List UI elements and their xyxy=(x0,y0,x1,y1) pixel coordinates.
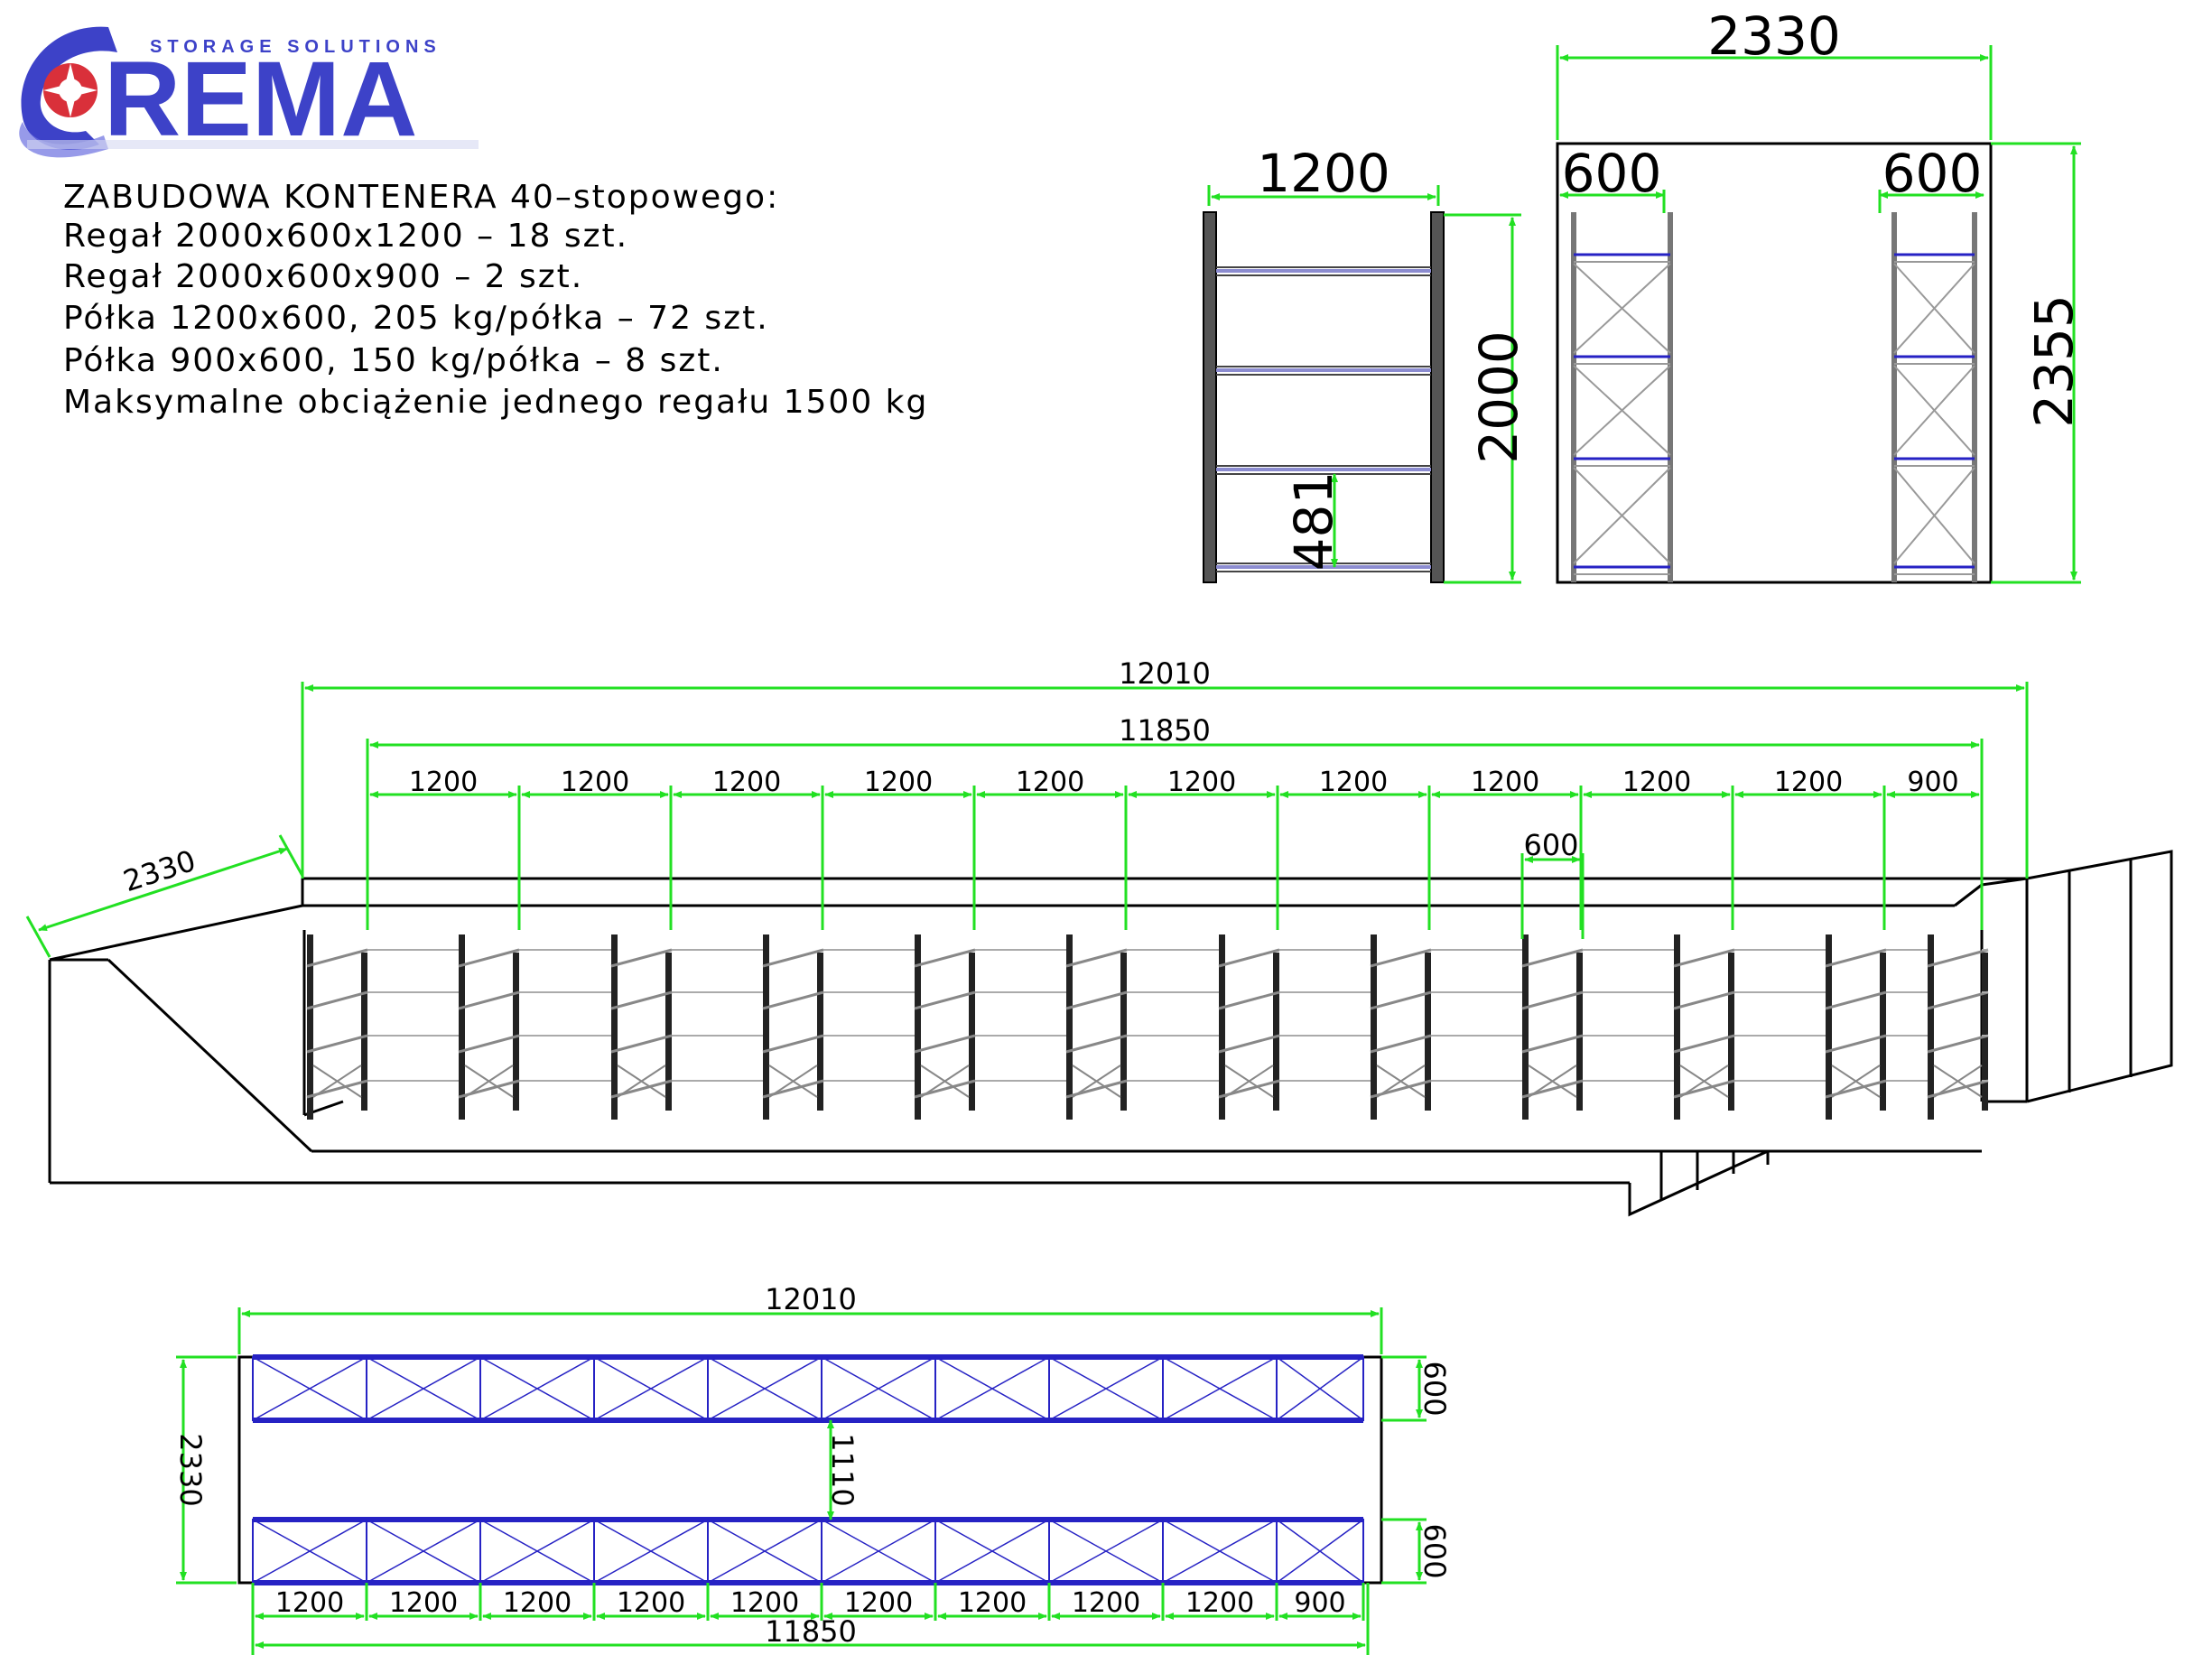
spec-line-title: ZABUDOWA KONTENERA 40–stopowego: xyxy=(63,179,779,216)
side-shelf-beams xyxy=(1216,269,1431,569)
perspective-bay-label: 1200 xyxy=(561,767,629,798)
perspective-rack xyxy=(1218,934,1371,1120)
plan-overall-length-label: 12010 xyxy=(765,1282,857,1316)
plan-top-rack-depth-label: 600 xyxy=(1417,1361,1452,1416)
logo-wordmark: REMA xyxy=(104,40,417,159)
perspective-rack xyxy=(1521,934,1674,1120)
plan-bay-label: 1200 xyxy=(389,1587,458,1619)
perspective-rack xyxy=(914,934,1066,1120)
perspective-bay-label: 900 xyxy=(1907,767,1958,798)
perspective-bay-label: 1200 xyxy=(712,767,781,798)
spec-line-max-load: Maksymalne obciążenie jednego regału 150… xyxy=(63,384,928,421)
spec-line-shelf-1200: Półka 1200x600, 205 kg/półka – 72 szt. xyxy=(63,300,769,337)
side-width-label: 1200 xyxy=(1257,143,1390,204)
plan-bay-dimensions: 1200 1200 1200 1200 1200 1200 1200 1200 1200 900 xyxy=(251,1583,1365,1621)
perspective-rack-depth-label: 600 xyxy=(1523,828,1578,862)
plan-racks xyxy=(252,1354,1364,1585)
container-end-view: 2330 600 600 2355 xyxy=(1556,5,2085,584)
end-right-rack xyxy=(1891,212,1977,582)
container-height-label: 2355 xyxy=(2023,294,2085,428)
plan-inner-length-label: 11850 xyxy=(765,1614,857,1649)
perspective-racks xyxy=(306,934,1989,1120)
perspective-bay-label: 1200 xyxy=(1167,767,1236,798)
plan-bay-label: 1200 xyxy=(958,1587,1027,1619)
specification-block: ZABUDOWA KONTENERA 40–stopowego: Regał 2… xyxy=(63,179,928,421)
perspective-bay-dimensions: 1200 1200 1200 1200 1200 1200 1200 1200 1200 1200… xyxy=(366,767,1984,930)
right-rack-depth-label: 600 xyxy=(1882,143,1983,204)
logo-reflection xyxy=(27,140,479,149)
plan-aisle-label: 1110 xyxy=(825,1433,860,1506)
perspective-rack xyxy=(762,934,915,1120)
perspective-bay-label: 1200 xyxy=(1016,767,1084,798)
perspective-bay-label: 1200 xyxy=(1471,767,1539,798)
side-height-label: 2000 xyxy=(1468,330,1529,464)
container-body xyxy=(48,850,2173,1217)
container-outline xyxy=(1556,142,1993,584)
spec-line-rack-1200: Regał 2000x600x1200 – 18 szt. xyxy=(63,218,628,255)
spec-line-rack-900: Regał 2000x600x900 – 2 szt. xyxy=(63,258,583,295)
perspective-rack xyxy=(1825,934,1928,1120)
perspective-rack xyxy=(1673,934,1826,1120)
spec-line-shelf-900: Półka 900x600, 150 kg/półka – 8 szt. xyxy=(63,342,724,379)
plan-bay-label: 1200 xyxy=(730,1587,799,1619)
perspective-bay-label: 1200 xyxy=(1622,767,1691,798)
perspective-width-dimension xyxy=(38,847,288,932)
plan-top-rack-row xyxy=(252,1354,1364,1423)
perspective-bay-label: 1200 xyxy=(409,767,478,798)
perspective-rack xyxy=(1927,934,1989,1120)
perspective-bay-label: 1200 xyxy=(1774,767,1843,798)
plan-bottom-rack-row xyxy=(252,1517,1364,1585)
plan-bay-label: 1200 xyxy=(617,1587,685,1619)
perspective-rack xyxy=(458,934,611,1120)
plan-bay-label: 1200 xyxy=(844,1587,913,1619)
plan-bay-label: 1200 xyxy=(1072,1587,1140,1619)
logo-tagline: STORAGE SOLUTIONS xyxy=(150,37,441,57)
rack-side-view: 1200 2000 481 xyxy=(1203,143,1529,584)
rema-logo: STORAGE SOLUTIONS REMA xyxy=(19,26,479,159)
plan-bay-label: 1200 xyxy=(1185,1587,1254,1619)
perspective-rack xyxy=(1065,934,1219,1120)
perspective-rack xyxy=(610,934,763,1120)
left-upright xyxy=(1203,211,1217,583)
right-upright xyxy=(1430,211,1445,583)
plan-container-outline xyxy=(237,1355,1383,1585)
perspective-bay-label: 1200 xyxy=(1319,767,1388,798)
end-left-rack xyxy=(1571,212,1673,582)
perspective-overall-length-label: 12010 xyxy=(1119,656,1211,691)
plan-width-label: 2330 xyxy=(173,1433,208,1506)
perspective-inner-length-label: 11850 xyxy=(1119,713,1211,748)
perspective-rack xyxy=(306,934,459,1120)
perspective-bay-label: 1200 xyxy=(864,767,933,798)
logo-emblem-icon xyxy=(19,26,117,158)
perspective-rack xyxy=(1370,934,1522,1120)
left-rack-depth-label: 600 xyxy=(1562,143,1662,204)
plan-bay-label: 1200 xyxy=(503,1587,572,1619)
shelf-spacing-label: 481 xyxy=(1283,471,1344,572)
plan-bottom-rack-depth-label: 600 xyxy=(1417,1523,1452,1578)
plan-bay-label: 900 xyxy=(1294,1587,1345,1619)
end-view-racks xyxy=(1571,212,1977,582)
container-width-label: 2330 xyxy=(1707,5,1841,67)
side-beam-outlines xyxy=(1216,266,1431,572)
plan-bay-label: 1200 xyxy=(275,1587,344,1619)
